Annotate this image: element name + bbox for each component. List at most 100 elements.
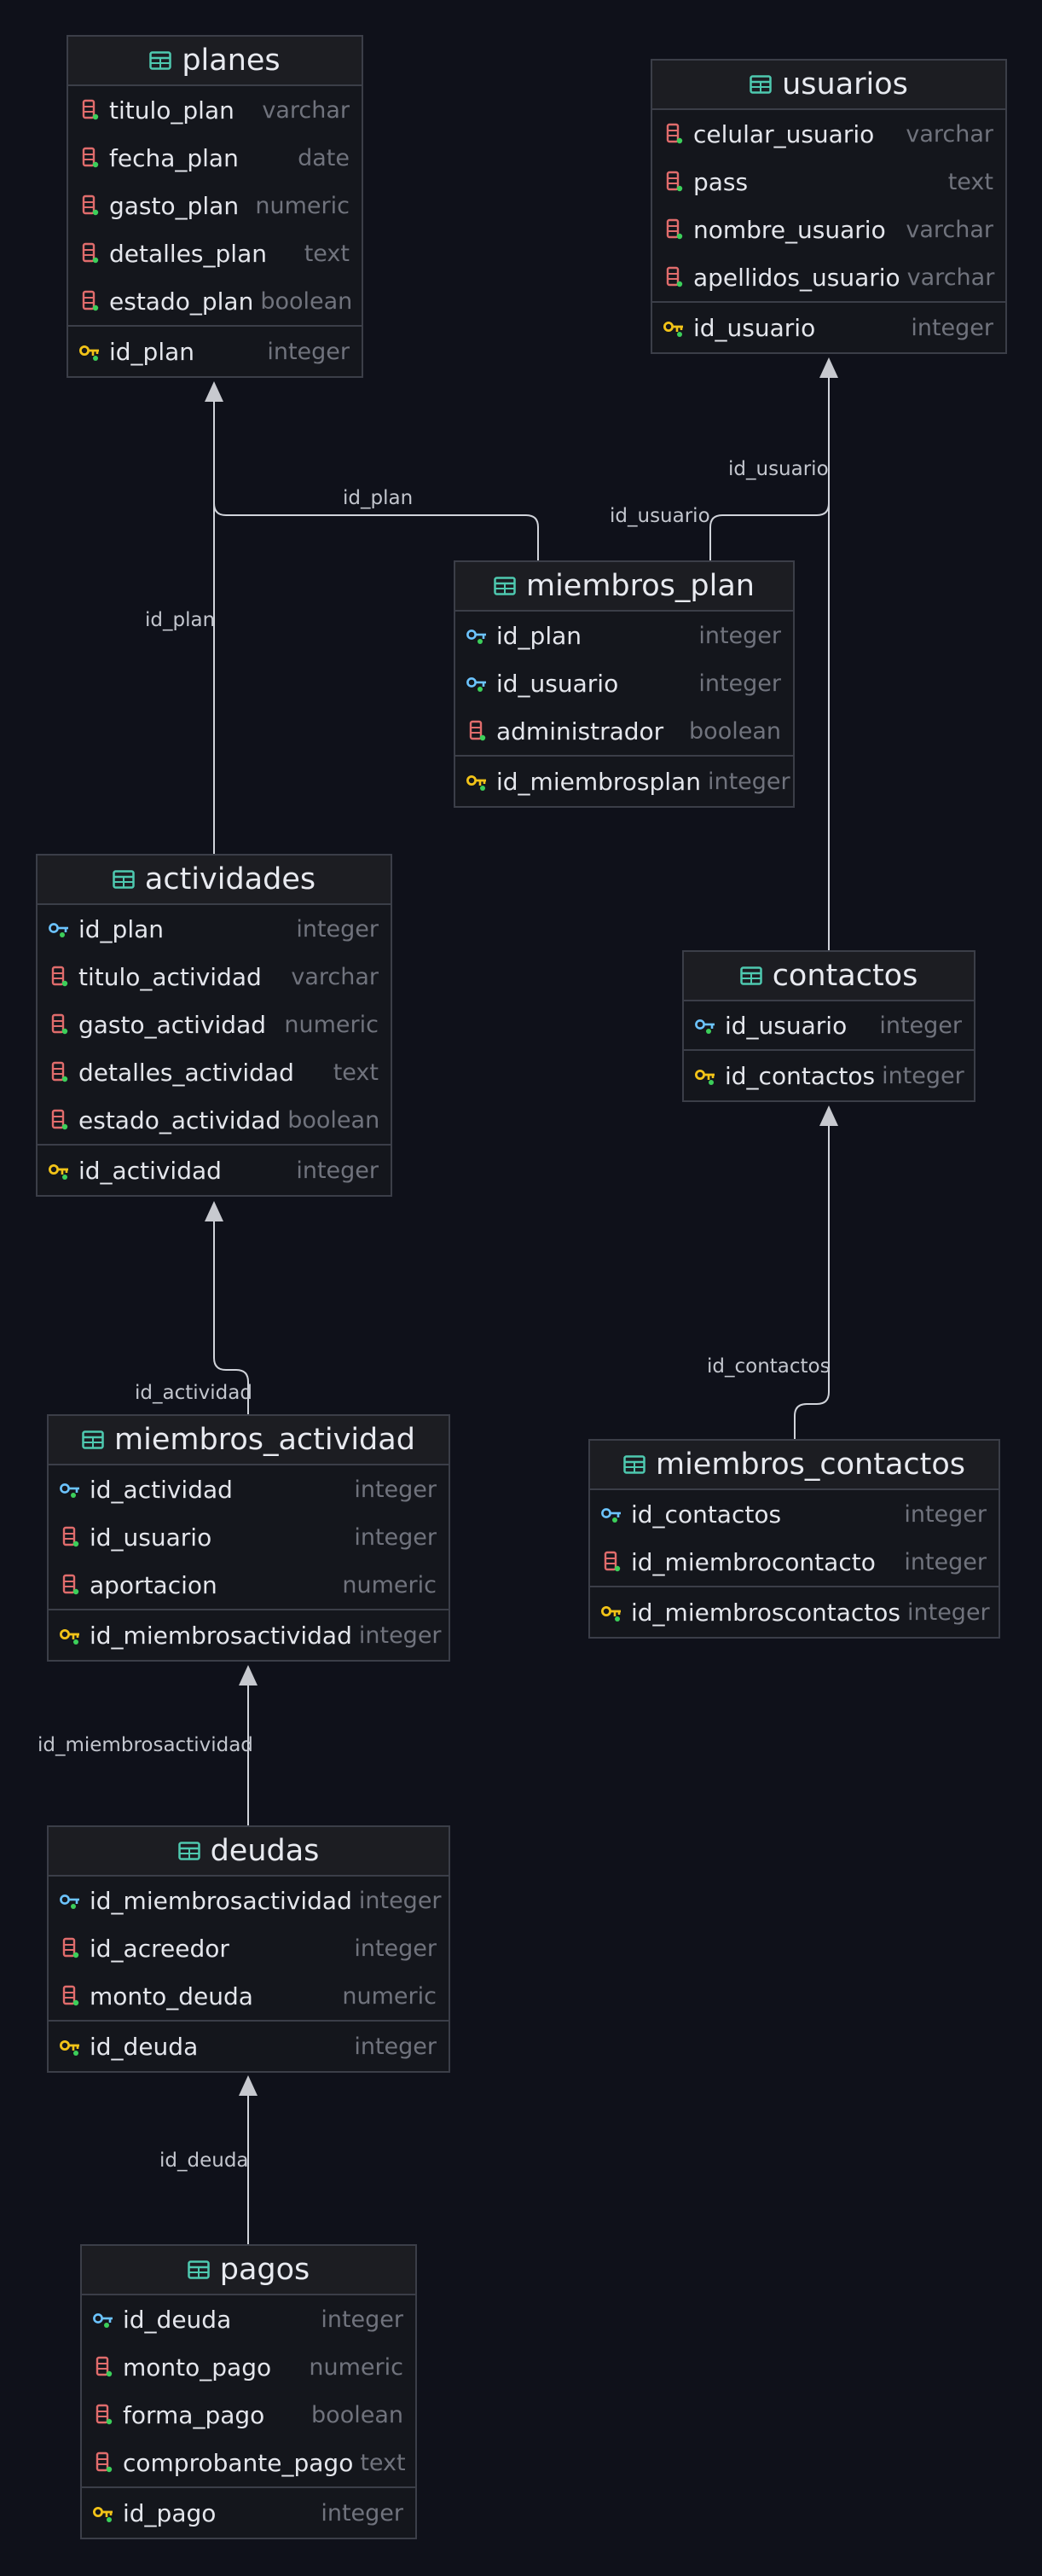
column-icon xyxy=(92,2356,114,2378)
column-icon xyxy=(78,290,101,312)
field-name: detalles_plan xyxy=(109,239,267,268)
table-icon xyxy=(149,51,172,70)
entity-title: miembros_contactos xyxy=(655,1448,966,1482)
column-icon xyxy=(59,1574,81,1596)
field-name: id_contactos xyxy=(631,1500,782,1529)
primary-key-icon xyxy=(663,316,685,339)
arrow-head xyxy=(239,2075,258,2096)
field-name: id_usuario xyxy=(496,669,619,698)
field-name: administrador xyxy=(496,717,664,746)
primary-key-icon xyxy=(92,2502,114,2524)
field-row[interactable]: id_usuario integer xyxy=(49,1513,449,1561)
edge-label: id_usuario xyxy=(728,458,829,480)
column-icon xyxy=(59,1937,81,1959)
column-icon xyxy=(78,194,101,217)
column-icon xyxy=(78,99,101,121)
field-type: integer xyxy=(907,1598,990,1626)
column-icon xyxy=(92,2451,114,2474)
edge-label: id_contactos xyxy=(707,1355,831,1378)
field-name: id_usuario xyxy=(90,1523,212,1552)
field-name: id_contactos xyxy=(725,1061,876,1090)
foreign-key-icon xyxy=(59,1478,81,1500)
field-name: estado_plan xyxy=(109,287,254,316)
arrow-head xyxy=(819,357,838,378)
field-name: id_plan xyxy=(78,914,165,943)
table-icon xyxy=(750,75,772,94)
table-icon xyxy=(177,1842,200,1860)
field-type: integer xyxy=(882,1062,964,1089)
edge-label: id_deuda xyxy=(159,2150,249,2172)
field-name: comprobante_pago xyxy=(123,2448,354,2477)
entity-header: deudas xyxy=(49,1827,449,1877)
field-name: detalles_actividad xyxy=(78,1058,294,1087)
primary-key-icon xyxy=(600,1601,622,1623)
field-name: id_acreedor xyxy=(90,1934,229,1963)
column-icon xyxy=(663,171,685,193)
field-type: integer xyxy=(321,2306,403,2333)
arrow-head xyxy=(205,381,223,402)
entity-header: miembros_plan xyxy=(455,562,793,612)
table-icon xyxy=(739,966,762,985)
foreign-key-icon xyxy=(48,918,70,940)
arrow-head xyxy=(205,1201,223,1221)
field-type: integer xyxy=(354,1523,437,1551)
foreign-key-icon xyxy=(466,672,488,694)
entity-header: miembros_contactos xyxy=(590,1441,999,1490)
field-name: id_miembroscontactos xyxy=(631,1598,900,1627)
field-type: numeric xyxy=(284,1011,379,1038)
foreign-key-icon xyxy=(600,1503,622,1525)
field-type: boolean xyxy=(260,287,353,315)
